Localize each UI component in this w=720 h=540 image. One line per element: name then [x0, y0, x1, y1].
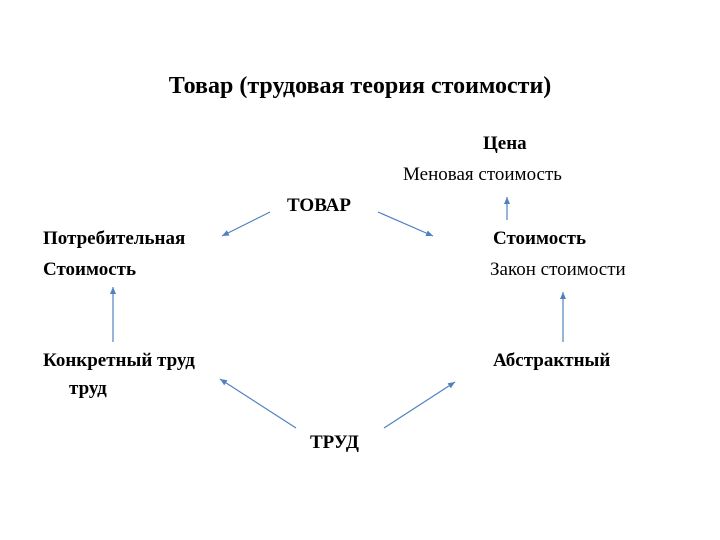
arrow-labor-to-concrete [219, 378, 297, 429]
node-exchange-value: Меновая стоимость [403, 164, 562, 185]
node-abstract-labor-line1: Абстрактный [493, 350, 611, 371]
arrow-commodity-to-value [377, 211, 434, 237]
diagram-title: Товар (трудовая теория стоимости) [168, 73, 552, 99]
node-price: Цена [483, 133, 527, 154]
arrow-commodity-to-use-value [221, 211, 271, 237]
arrow-labor-to-abstract [383, 381, 456, 429]
node-use-value-line1: Потребительная [43, 228, 186, 249]
node-commodity: ТОВАР [287, 195, 352, 216]
node-concrete-labor: Конкретный труд [43, 350, 195, 371]
node-use-value-line2: Стоимость [43, 259, 137, 280]
node-labor: ТРУД [310, 432, 359, 453]
node-value: Стоимость [493, 228, 587, 249]
node-abstract-labor-line2: труд [69, 378, 107, 399]
node-law-of-value: Закон стоимости [490, 259, 626, 280]
